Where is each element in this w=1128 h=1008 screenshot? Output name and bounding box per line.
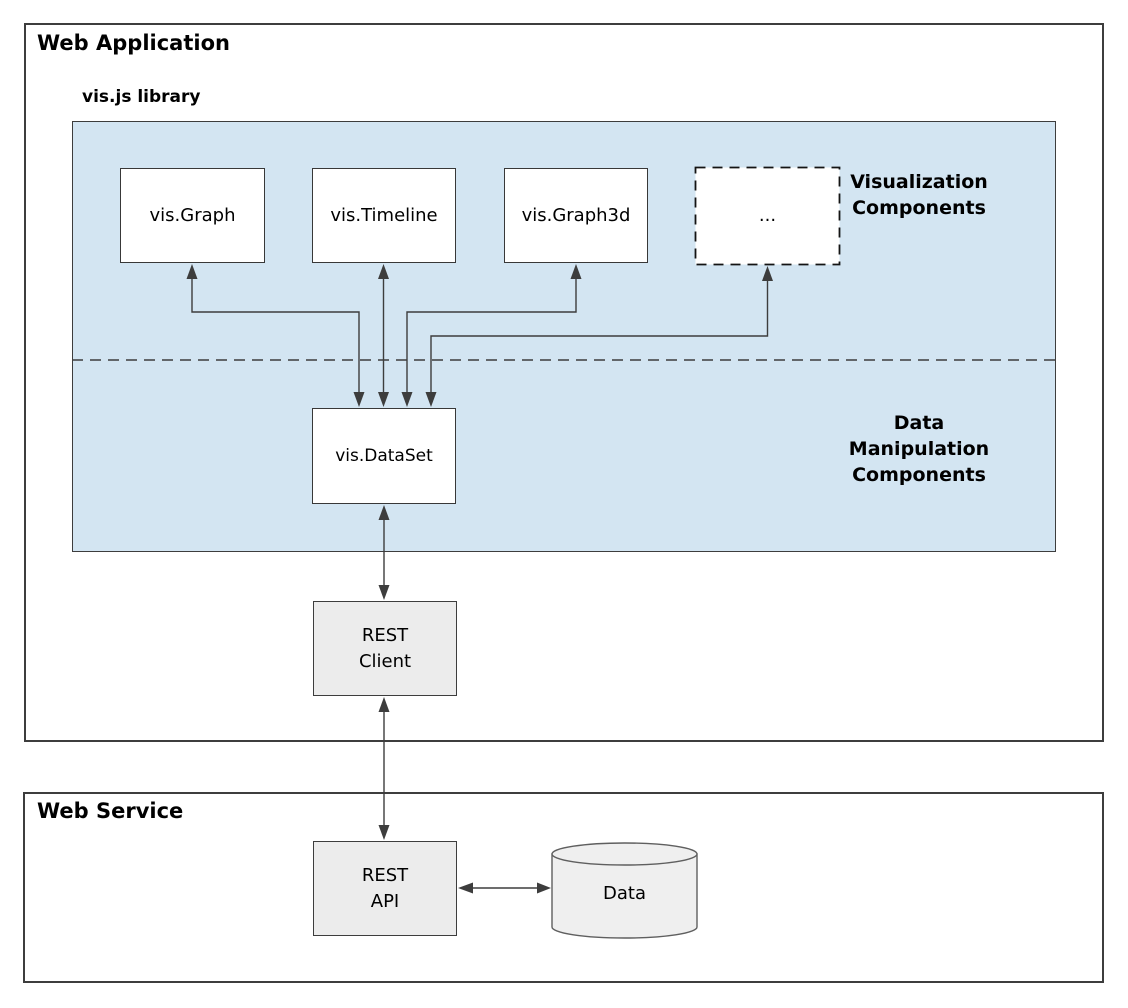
node-rest-client: REST Client (313, 601, 457, 696)
visualization-components-label: Visualization Components (850, 171, 988, 219)
node-more-components: ... (758, 205, 777, 226)
web-service-title: Web Service (37, 799, 184, 823)
web-application-title: Web Application (37, 31, 230, 55)
data-manipulation-components-label: Data Manipulation Components (848, 412, 990, 486)
node-rest-api: REST API (313, 841, 457, 936)
visjs-library-title: vis.js library (82, 87, 201, 107)
node-vis-graph: vis.Graph (120, 168, 265, 263)
node-vis-graph3d: vis.Graph3d (504, 168, 648, 263)
node-vis-dataset: vis.DataSet (312, 408, 456, 504)
data-store-label: Data (603, 882, 646, 904)
node-vis-timeline: vis.Timeline (312, 168, 456, 263)
